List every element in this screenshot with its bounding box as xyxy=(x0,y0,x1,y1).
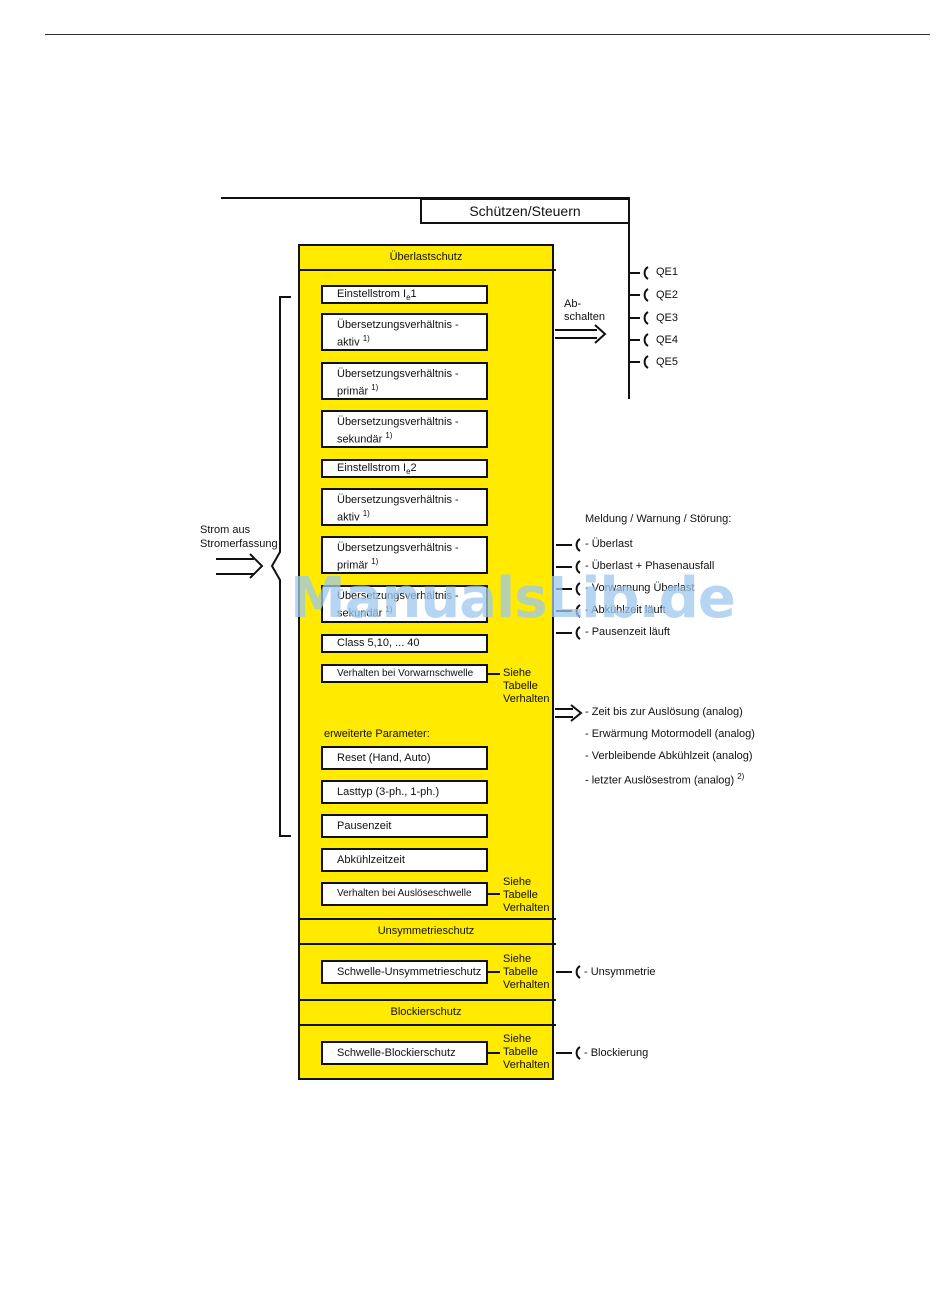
output-bus-vertical xyxy=(628,197,630,399)
extended-params-heading: erweiterte Parameter: xyxy=(324,728,430,740)
qe-connectors xyxy=(630,266,649,369)
param-reset: Reset (Hand, Auto) xyxy=(321,746,488,770)
divider-1 xyxy=(298,269,556,271)
meldung-item-ueberlast: - Überlast xyxy=(585,538,633,550)
abschalten-label: Ab-schalten xyxy=(564,298,605,323)
link-vorwarn xyxy=(488,673,500,675)
param-pausenzeit: Pausenzeit xyxy=(321,814,488,838)
meldung-item-abkuehlzeit: - Abkühlzeit läuft xyxy=(585,604,666,616)
watermark-logo: ManualsLib.de xyxy=(290,566,736,631)
page-top-rule xyxy=(45,34,930,35)
input-brace xyxy=(216,296,291,837)
param-abkuehlzeit: Abkühlzeitzeit xyxy=(321,848,488,872)
param-einstellstrom-1: Einstellstrom Ie1 xyxy=(321,285,488,304)
param-uebersetzung-aktiv-2: Übersetzungsverhältnis -aktiv 1) xyxy=(321,488,488,526)
divider-2 xyxy=(298,918,556,920)
output-unsymmetrie: - Unsymmetrie xyxy=(584,966,656,978)
analog-item-erwaermung: - Erwärmung Motormodell (analog) xyxy=(585,728,755,740)
section-unsymmetrieschutz: Unsymmetrieschutz xyxy=(377,925,475,937)
param-uebersetzung-aktiv-1: Übersetzungsverhältnis -aktiv 1) xyxy=(321,313,488,351)
link-ausloese xyxy=(488,893,500,895)
meldung-heading: Meldung / Warnung / Störung: xyxy=(585,513,732,525)
param-verhalten-vorwarnschwelle: Verhalten bei Vorwarnschwelle xyxy=(321,664,488,683)
output-blockierung: - Blockierung xyxy=(584,1047,649,1059)
qe-label-5: QE5 xyxy=(656,356,679,368)
divider-4 xyxy=(298,999,556,1001)
qe-label-2: QE2 xyxy=(656,289,679,301)
analog-item-abkuehlzeit: - Verbleibende Abkühlzeit (analog) xyxy=(585,750,753,762)
qe-label-1: QE1 xyxy=(656,266,679,278)
param-einstellstrom-2: Einstellstrom Ie2 xyxy=(321,459,488,478)
unsym-connector xyxy=(556,965,581,979)
analog-item-zeit: - Zeit bis zur Auslösung (analog) xyxy=(585,706,743,718)
param-lasttyp: Lasttyp (3-ph., 1-ph.) xyxy=(321,780,488,804)
param-uebersetzung-primaer-1: Übersetzungsverhältnis -primär 1) xyxy=(321,362,488,400)
param-uebersetzung-sekundaer-2: Übersetzungsverhältnis -sekundär 1) xyxy=(321,585,488,623)
block-connector xyxy=(556,1046,581,1060)
param-schwelle-blockierschutz: Schwelle-Blockierschutz xyxy=(321,1041,488,1065)
meldung-item-vorwarnung: - Vorwarnung Überlast xyxy=(585,582,695,594)
abschalten-arrow xyxy=(555,324,607,344)
divider-5 xyxy=(298,1024,556,1026)
section-blockierschutz: Blockierschutz xyxy=(390,1006,462,1018)
param-schwelle-unsymmetrieschutz: Schwelle-Unsymmetrieschutz xyxy=(321,960,488,984)
param-class: Class 5,10, ... 40 xyxy=(321,634,488,653)
link-block xyxy=(488,1052,500,1054)
param-uebersetzung-sekundaer-1: Übersetzungsverhältnis -sekundär 1) xyxy=(321,410,488,448)
divider-3 xyxy=(298,943,556,945)
qe-label-4: QE4 xyxy=(656,334,679,346)
meldung-item-phasenausfall: - Überlast + Phasenausfall xyxy=(585,560,715,572)
meldung-connectors xyxy=(556,538,581,640)
section-ueberlastschutz: Überlastschutz xyxy=(389,251,463,263)
param-uebersetzung-primaer-2: Übersetzungsverhältnis -primär 1) xyxy=(321,536,488,574)
link-unsym xyxy=(488,971,500,973)
qe-label-3: QE3 xyxy=(656,312,679,324)
analog-item-ausloesestrom: - letzter Auslösestrom (analog) 2) xyxy=(585,772,745,787)
analog-arrow xyxy=(555,704,583,722)
header-title: Schützen/Steuern xyxy=(420,198,630,224)
meldung-item-pausenzeit: - Pausenzeit läuft xyxy=(585,626,670,638)
param-verhalten-ausloeseschwelle: Verhalten bei Auslöseschwelle xyxy=(321,882,488,906)
